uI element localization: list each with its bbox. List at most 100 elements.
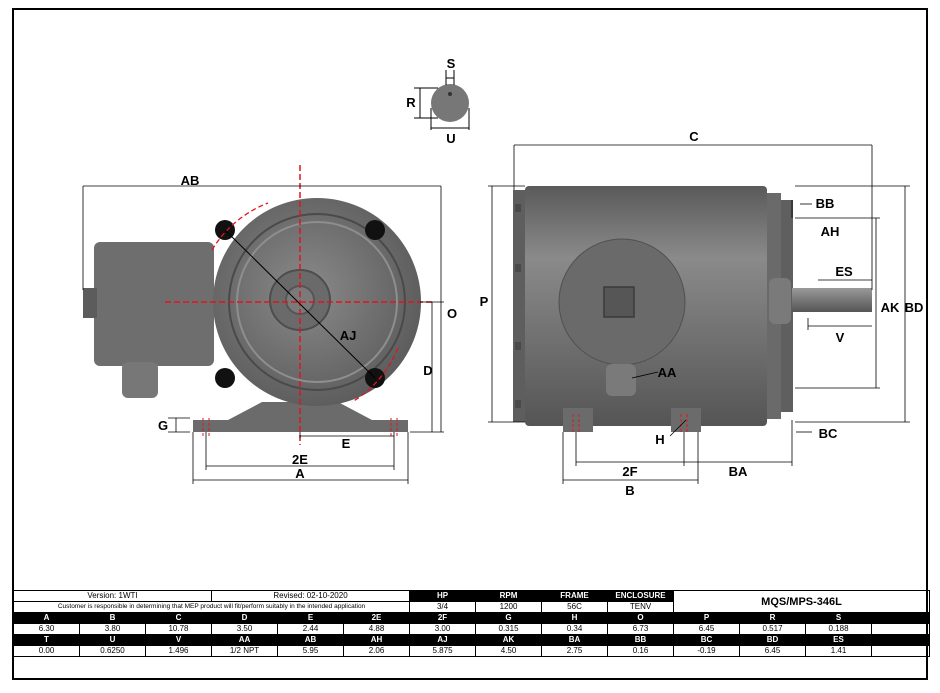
empty-header [871,612,931,624]
bolt-hole [365,220,385,240]
label-C: C [689,129,699,144]
drawing-frame [12,8,928,680]
dim-header: G [475,612,543,624]
dim-value: 6.45 [739,645,807,657]
dim-header: AA [211,634,279,646]
dim-value: 6.73 [607,623,675,635]
bearing-hub [769,278,791,324]
dim-value: 0.00 [13,645,80,657]
empty-cell [871,645,931,657]
dim-value: 2.44 [277,623,345,635]
empty-header [871,634,931,646]
dim-value: 0.315 [475,623,543,635]
label-AA: AA [658,365,677,380]
dim-header: ES [805,634,873,646]
dim-header: C [144,612,213,624]
dim-value: 2.06 [343,645,411,657]
dim-header: D [211,612,279,624]
label-V: V [836,330,845,345]
label-P: P [480,294,489,309]
bolt-hole [215,368,235,388]
motor-header: FRAME [541,590,609,602]
dim-value: 0.188 [805,623,873,635]
side-view: C BB AH ES AK BD P V AA H BC 2F BA B [480,129,924,498]
dim-header: BB [607,634,675,646]
dim-header: 2F [409,612,477,624]
dim-value: 5.875 [409,645,477,657]
label-AB: AB [181,173,200,188]
version-cell: Version: 1WTI [12,590,213,602]
dim-header: BD [739,634,807,646]
dim-value: 0.6250 [79,645,146,657]
dim-header: BA [541,634,609,646]
label-A: A [295,466,305,481]
dim-value: 0.517 [739,623,807,635]
dim-header: AK [475,634,543,646]
motor-header: HP [409,590,477,602]
label-AJ: AJ [340,328,357,343]
dim-value: 4.50 [475,645,543,657]
motor-header: RPM [475,590,543,602]
dim-value: 1/2 NPT [211,645,279,657]
dim-value: 0.16 [607,645,675,657]
dim-value: 3.00 [409,623,477,635]
dim-header: AB [277,634,345,646]
disclaimer-cell: Customer is responsible in determining t… [12,601,411,613]
dim-header: AH [343,634,411,646]
label-AH: AH [821,224,840,239]
dim-header: B [79,612,146,624]
label-D: D [423,363,432,378]
dim-value: 3.80 [79,623,146,635]
dim-value: 5.95 [277,645,345,657]
dim-value: 10.78 [144,623,213,635]
dim-header: H [541,612,609,624]
label-BD: BD [905,300,924,315]
model-cell: MQS/MPS-346L [673,590,931,613]
cable-gland [122,362,158,398]
dim-value: 4.88 [343,623,411,635]
empty-cell [871,623,931,635]
label-ES: ES [835,264,853,279]
label-O: O [447,306,457,321]
label-S: S [447,56,456,71]
dim-header: R [739,612,807,624]
dim-value: 3.50 [211,623,279,635]
motor-value: TENV [607,601,675,613]
revised-cell: Revised: 02-10-2020 [211,590,411,602]
dim-header: A [13,612,80,624]
label-G: G [158,418,168,433]
label-U: U [446,131,455,146]
dim-value: 6.45 [673,623,741,635]
dim-header: E [277,612,345,624]
label-R: R [406,95,416,110]
dim-header: T [13,634,80,646]
label-BB: BB [816,196,835,211]
dim-header: O [607,612,675,624]
dim-header: P [673,612,741,624]
dim-value: 1.41 [805,645,873,657]
label-AK: AK [881,300,900,315]
label-E: E [342,436,351,451]
shaft-end-view: S R U [406,56,470,146]
dim-value: -0.19 [673,645,741,657]
motor-value: 3/4 [409,601,477,613]
label-BC: BC [819,426,838,441]
dim-header: U [79,634,146,646]
label-2E: 2E [292,452,308,467]
dim-value: 0.34 [541,623,609,635]
dim-header: S [805,612,873,624]
label-B: B [625,483,634,498]
dim-value: 1.496 [144,645,213,657]
label-BA: BA [729,464,748,479]
dim-value: 2.75 [541,645,609,657]
motor-dimension-drawing: S R U [82,56,924,498]
spec-table: Version: 1WTI Revised: 02-10-2020 HP RPM… [12,590,931,657]
conduit-box [94,242,214,366]
front-view: AB AJ O D E G 2E A [82,165,457,484]
dim-header: BC [673,634,741,646]
dim-header: 2E [343,612,411,624]
dim-header: V [144,634,213,646]
motor-shaft [792,288,872,312]
label-2F: 2F [622,464,637,479]
dim-header: AJ [409,634,477,646]
